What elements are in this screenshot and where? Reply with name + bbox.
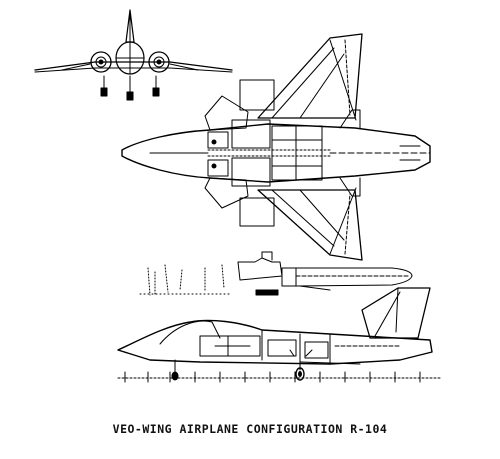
side-view bbox=[117, 287, 441, 383]
front-view bbox=[34, 9, 233, 101]
drawing-caption: VEO-WING AIRPLANE CONFIGURATION R-104 bbox=[112, 422, 388, 436]
longitudinal-section bbox=[139, 251, 413, 297]
top-view bbox=[121, 33, 431, 261]
